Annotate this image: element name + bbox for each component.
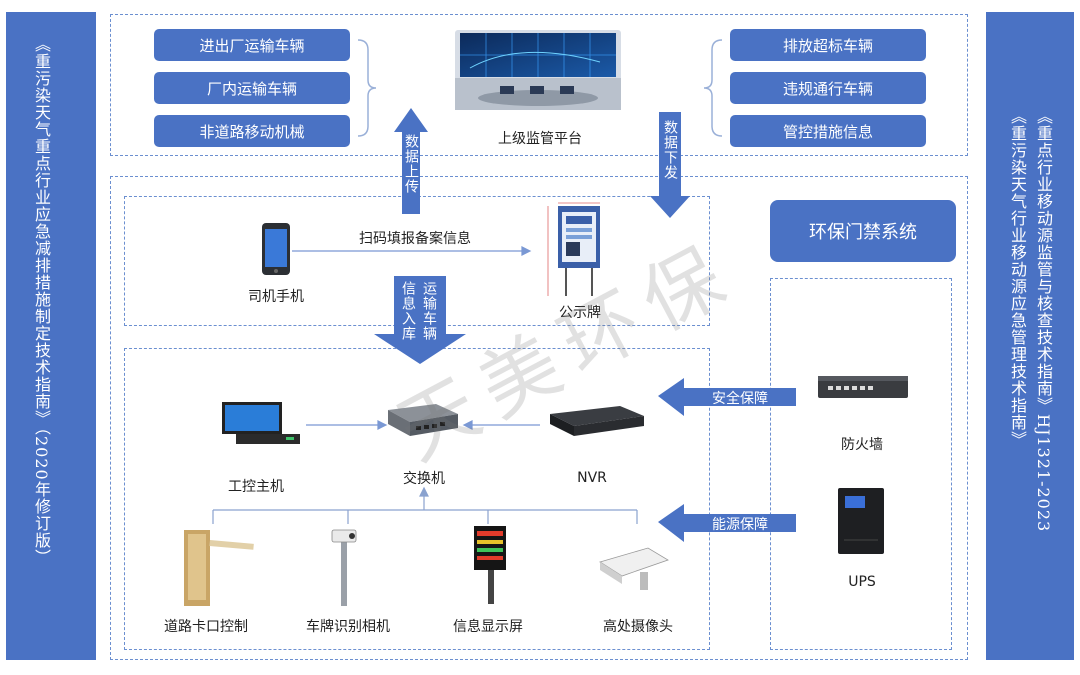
plate-cam-label: 车牌识别相机: [306, 619, 390, 635]
upload-arrow: [394, 108, 428, 214]
top-right-item-1: 违规通行车辆: [730, 72, 926, 104]
download-arrow: [650, 112, 690, 218]
ups-label: UPS: [848, 574, 876, 590]
firewall-label: 防火墙: [841, 437, 883, 453]
top-left-item-2: 非道路移动机械: [154, 115, 350, 147]
phone-label: 司机手机: [248, 289, 304, 305]
top-left-item-0: 进出厂运输车辆: [154, 29, 350, 61]
ipc-device: [222, 402, 300, 444]
right-banner: 《重点行业移动源监管与核查技术指南》HJ1321-2023 《重污染天气行业移动…: [986, 12, 1074, 660]
platform-label: 上级监管平台: [498, 131, 582, 147]
nvr-label: NVR: [577, 470, 607, 486]
storage-arrow: [374, 276, 466, 364]
download-arrow-text: 数据下发: [662, 120, 678, 180]
security-arrow-text: 安全保障: [712, 391, 768, 407]
board-label: 公示牌: [559, 305, 601, 321]
storage-arrow-text-col1: 信息入库: [400, 281, 416, 341]
left-bracket: [357, 39, 377, 137]
platform-image: [455, 30, 621, 110]
energy-arrow-text: 能源保障: [712, 517, 768, 533]
top-left-item-1: 厂内运输车辆: [154, 72, 350, 104]
ipc-switch-line: [306, 420, 388, 430]
hd-cam-device: [599, 547, 669, 590]
switch-label: 交换机: [403, 471, 445, 487]
hd-cam-label: 高处摄像头: [603, 619, 673, 635]
barrier-device: [184, 530, 254, 606]
energy-arrow: [658, 504, 796, 542]
phone-device: [262, 223, 290, 275]
left-banner-title: 《重污染天气重点行业应急减排措施制定技术指南》（2020年修订版）: [32, 36, 51, 566]
top-right-item-2: 管控措施信息: [730, 115, 926, 147]
board-device: [547, 202, 600, 296]
right-banner-line2: 《重污染天气行业移动源应急管理技术指南》: [1008, 108, 1027, 448]
left-banner: 《重污染天气重点行业应急减排措施制定技术指南》（2020年修订版）: [6, 12, 96, 660]
display-label: 信息显示屏: [453, 619, 523, 635]
right-banner-line1: 《重点行业移动源监管与核查技术指南》HJ1321-2023: [1034, 108, 1053, 533]
display-device: [474, 526, 506, 604]
ipc-label: 工控主机: [228, 479, 284, 495]
bottom-bus: [212, 486, 638, 524]
security-arrow: [658, 378, 796, 416]
scan-arrow-line: [292, 246, 532, 256]
storage-arrow-text-col2: 运输车辆: [421, 281, 437, 341]
right-bracket: [703, 39, 723, 137]
plate-cam-device: [331, 529, 357, 606]
system-title: 环保门禁系统: [770, 200, 956, 262]
firewall-device: [818, 376, 908, 398]
scan-label: 扫码填报备案信息: [359, 231, 471, 247]
top-platform-box: [110, 14, 968, 156]
switch-device: [388, 404, 458, 436]
upload-arrow-text: 数据上传: [403, 134, 419, 194]
nvr-switch-line: [462, 420, 540, 430]
top-right-item-0: 排放超标车辆: [730, 29, 926, 61]
support-box: [770, 278, 952, 650]
barrier-label: 道路卡口控制: [164, 619, 248, 635]
nvr-device: [550, 406, 644, 436]
ups-device: [838, 488, 884, 554]
outer-system-box: [110, 176, 968, 660]
